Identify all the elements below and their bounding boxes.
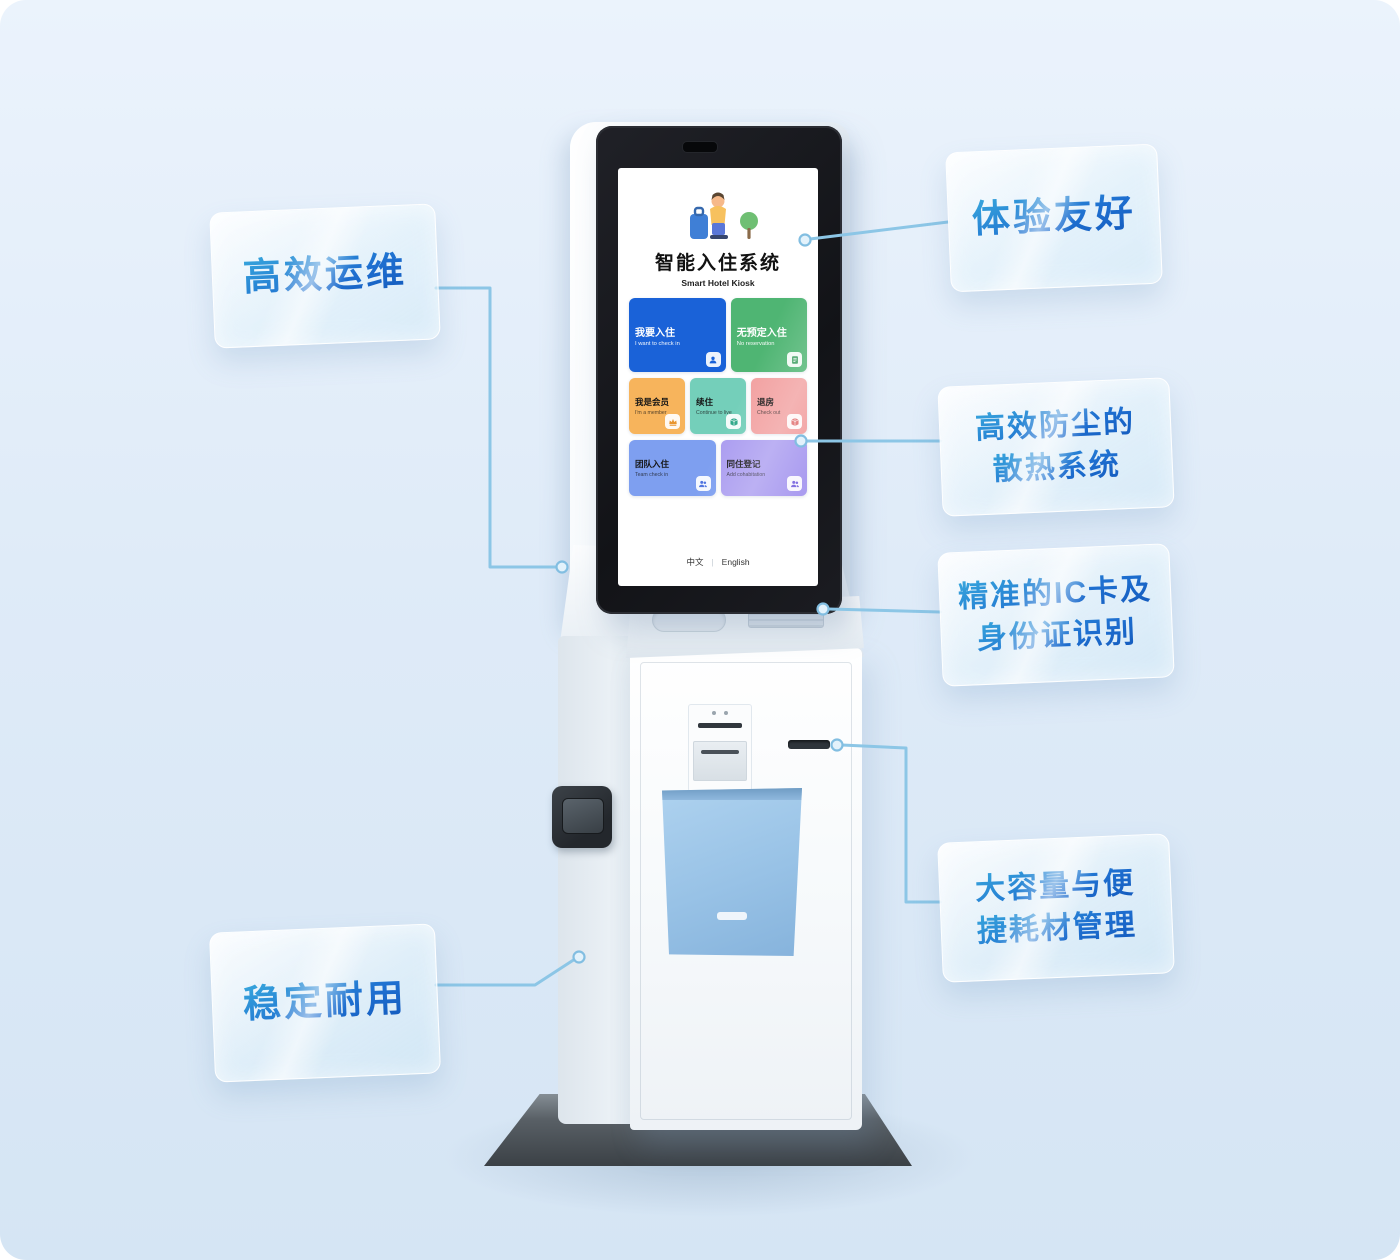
callout-capacity-line2: 捷耗材管理 (976, 905, 1138, 954)
team-checkin-label: 团队入住 (635, 459, 670, 469)
callout-ic-line2: 身份证识别 (976, 612, 1138, 661)
continue-stay-sublabel: Continue to live (696, 410, 732, 416)
cohabitation-label: 同住登记 (726, 459, 761, 469)
callout-ic-card-recognition: 精准的IC卡及 身份证识别 (937, 543, 1175, 687)
connector-ops (434, 286, 569, 574)
no-reservation-label: 无预定入住 (736, 327, 787, 339)
checkout-sublabel: Check out (757, 410, 781, 416)
people-icon (695, 476, 711, 491)
cohabitation-sublabel: Add cohabitation (726, 472, 766, 478)
continue-stay-button[interactable]: 续住 Continue to live (690, 378, 746, 434)
hero-illustration (670, 188, 766, 244)
box-icon (787, 414, 802, 429)
document-icon (787, 352, 802, 367)
scanner-window (562, 798, 604, 834)
camera-notch (682, 141, 718, 153)
cohabitation-button[interactable]: 同住登记 Add cohabitation (720, 440, 807, 496)
crown-icon (665, 414, 680, 429)
screen-title: 智能入住系统 (654, 253, 781, 274)
checkin-label: 我要入住 (635, 327, 675, 339)
screen-subtitle: Smart Hotel Kiosk (681, 278, 755, 288)
member-button[interactable]: 我是会员 I'm a member (629, 378, 685, 434)
printer-indicator-dots (712, 711, 728, 715)
checkout-button[interactable]: 退房 Check out (751, 378, 807, 434)
member-sublabel: I'm a member (635, 410, 667, 416)
screen-button-grid: 我要入住 I want to check in 无预定入住 No reserva… (629, 298, 807, 496)
callout-capacity-line1: 大容量与便 (974, 863, 1136, 912)
callout-consumables-capacity: 大容量与便 捷耗材管理 (937, 833, 1175, 983)
language-switch: 中文 | English (686, 556, 749, 568)
callout-efficient-ops-label: 高效运维 (242, 249, 408, 303)
checkin-button[interactable]: 我要入住 I want to check in (629, 298, 726, 372)
callout-stable-durable-label: 稳定耐用 (242, 976, 408, 1030)
box-icon (726, 414, 741, 429)
no-reservation-sublabel: No reservation (736, 340, 775, 347)
callout-efficient-ops: 高效运维 (209, 203, 441, 349)
callout-cooling-system: 高效防尘的 散热系统 (937, 377, 1175, 517)
callout-friendly-experience-label: 体验友好 (971, 191, 1137, 245)
basket-rim (662, 788, 802, 800)
no-reservation-button[interactable]: 无预定入住 No reservation (730, 298, 807, 372)
printer-paper-exit (693, 741, 747, 781)
side-qr-scanner[interactable] (552, 786, 612, 848)
card-dispenser-slot[interactable] (788, 740, 830, 749)
printer-slot (698, 723, 742, 728)
lang-zh[interactable]: 中文 (686, 557, 704, 567)
lang-divider: | (711, 557, 714, 567)
team-checkin-sublabel: Team check in (635, 472, 669, 478)
callout-cooling-line2: 散热系统 (992, 444, 1122, 491)
receipt-printer (688, 704, 752, 792)
checkin-sublabel: I want to check in (635, 340, 680, 347)
checkout-label: 退房 (757, 397, 775, 407)
kiosk-body-side (558, 636, 632, 1124)
team-checkin-button[interactable]: 团队入住 Team check in (629, 440, 716, 496)
callout-cooling-line1: 高效防尘的 (974, 402, 1136, 451)
person-icon (705, 352, 721, 367)
callout-friendly-experience: 体验友好 (945, 143, 1163, 293)
callout-stable-durable: 稳定耐用 (208, 923, 442, 1083)
member-label: 我是会员 (635, 397, 670, 407)
people-icon (787, 476, 802, 491)
continue-stay-label: 续住 (696, 397, 714, 407)
lang-en[interactable]: English (721, 557, 750, 567)
basket-logo (717, 912, 747, 921)
kiosk-screen: 智能入住系统 Smart Hotel Kiosk 我要入住 I want to … (618, 168, 818, 586)
consumables-basket (662, 788, 802, 956)
